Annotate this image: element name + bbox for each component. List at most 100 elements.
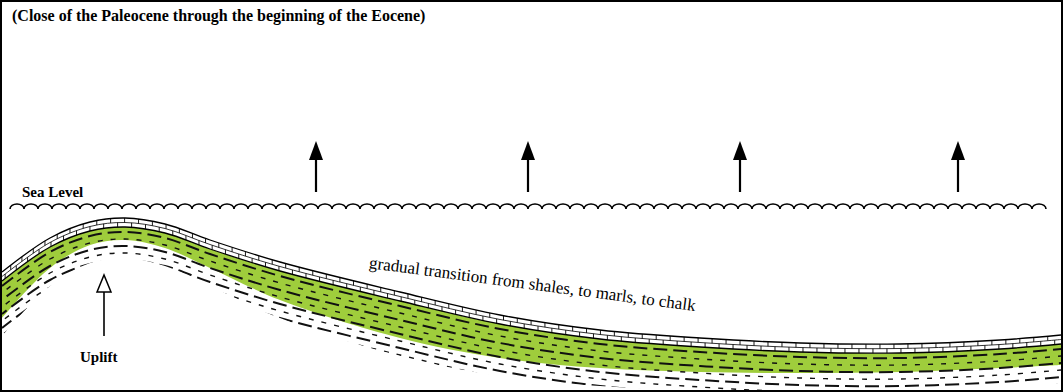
chalk-brick	[914, 348, 915, 353]
chalk-brick	[823, 344, 824, 349]
chalk-brick	[1026, 343, 1027, 348]
chalk-brick	[844, 348, 845, 353]
chalk-brick	[565, 330, 566, 335]
chalk-brick	[719, 344, 720, 349]
chalk-brick	[76, 231, 77, 236]
chalk-brick	[774, 347, 775, 352]
chalk-brick	[145, 224, 146, 229]
chalk-brick	[851, 344, 852, 349]
chalk-brick	[998, 345, 999, 350]
chalk-brick	[607, 335, 608, 340]
sea-level-label: Sea Level	[22, 184, 83, 201]
chalk-brick	[544, 323, 545, 328]
chalk-brick	[726, 340, 727, 345]
chalk-brick	[593, 334, 594, 339]
chalk-brick	[305, 273, 306, 278]
chalk-brick	[89, 227, 90, 232]
chalk-brick	[754, 341, 755, 346]
chalk-brick	[124, 218, 125, 223]
chalk-brick	[642, 334, 643, 339]
chalk-brick	[205, 238, 206, 243]
chalk-brick	[781, 342, 782, 347]
chalk-brick	[984, 345, 985, 350]
shale-dash	[2, 253, 1061, 379]
chalk-brick	[928, 348, 929, 353]
chalk-line	[2, 227, 1061, 353]
chalk-brick	[830, 348, 831, 353]
chalk-brick	[865, 344, 866, 349]
chalk-brick	[656, 335, 657, 340]
chalk-brick	[531, 320, 532, 325]
chalk-brick	[684, 337, 685, 342]
sea-rise-arrows	[309, 141, 965, 192]
chalk-brick	[21, 257, 22, 262]
chalk-brick	[57, 234, 58, 239]
chalk-brick	[455, 310, 456, 315]
rise-arrow-head	[521, 141, 535, 160]
chalk-brick	[788, 347, 789, 352]
uplift-arrow	[97, 275, 111, 336]
chalk-brick	[489, 313, 490, 318]
chalk-brick	[428, 303, 429, 308]
chalk-brick	[586, 328, 587, 333]
chalk-brick	[33, 249, 34, 254]
chalk-brick	[198, 241, 199, 246]
chalk-brick	[809, 343, 810, 348]
chalk-brick	[761, 346, 762, 351]
chalk-brick	[1012, 344, 1013, 349]
chalk-brick	[319, 277, 320, 282]
chalk-brick	[1005, 340, 1006, 345]
chalk-brick	[837, 344, 838, 349]
chalk-bricks	[5, 218, 1055, 353]
strata	[2, 218, 1061, 392]
rise-arrow-stem	[739, 156, 741, 192]
chalk-brick	[185, 235, 186, 240]
chalk-brick	[232, 247, 233, 252]
chalk-brick	[285, 264, 286, 269]
chalk-brick	[333, 280, 334, 285]
chalk-brick	[414, 300, 415, 305]
chalk-brick	[103, 224, 104, 229]
chalk-brick	[179, 228, 180, 233]
chalk-brick	[733, 345, 734, 350]
chalk-brick	[886, 349, 887, 354]
chalk-brick	[907, 344, 908, 349]
chalk-brick	[131, 223, 132, 228]
chalk-brick	[482, 316, 483, 321]
chalk-brick	[387, 294, 388, 299]
chalk-brick	[635, 338, 636, 343]
chalk-brick	[879, 344, 880, 349]
rise-arrow-head	[951, 141, 965, 160]
chalk-brick	[503, 316, 504, 321]
chalk-brick	[476, 310, 477, 315]
chalk-brick	[956, 347, 957, 352]
shale-dash	[2, 281, 1061, 392]
chalk-brick	[747, 345, 748, 350]
chalk-brick	[407, 294, 408, 299]
chalk-brick	[225, 250, 226, 255]
shale-dashes	[2, 232, 1061, 392]
chalk-brick	[212, 245, 213, 250]
chalk-brick	[278, 266, 279, 271]
chalk-brick	[346, 284, 347, 289]
chalk-brick	[245, 252, 246, 256]
chalk-brick	[238, 254, 239, 258]
sea-level-wave	[10, 204, 1046, 209]
chalk-brick	[698, 338, 699, 343]
chalk-brick	[39, 249, 40, 254]
chalk-brick	[63, 236, 64, 241]
uplift-arrow-stem	[103, 292, 105, 336]
chalk-brick	[1047, 336, 1048, 341]
chalk-brick	[949, 343, 950, 348]
transition-label: gradual transition from shales, to marls…	[368, 254, 697, 315]
chalk-brick	[192, 234, 193, 239]
chalk-brick	[977, 341, 978, 346]
chalk-brick	[117, 223, 118, 228]
chalk-brick	[517, 318, 518, 323]
chalk-brick	[1040, 341, 1041, 346]
chalk-brick	[401, 297, 402, 302]
chalk-brick	[152, 221, 153, 226]
chalk-brick	[138, 219, 139, 224]
